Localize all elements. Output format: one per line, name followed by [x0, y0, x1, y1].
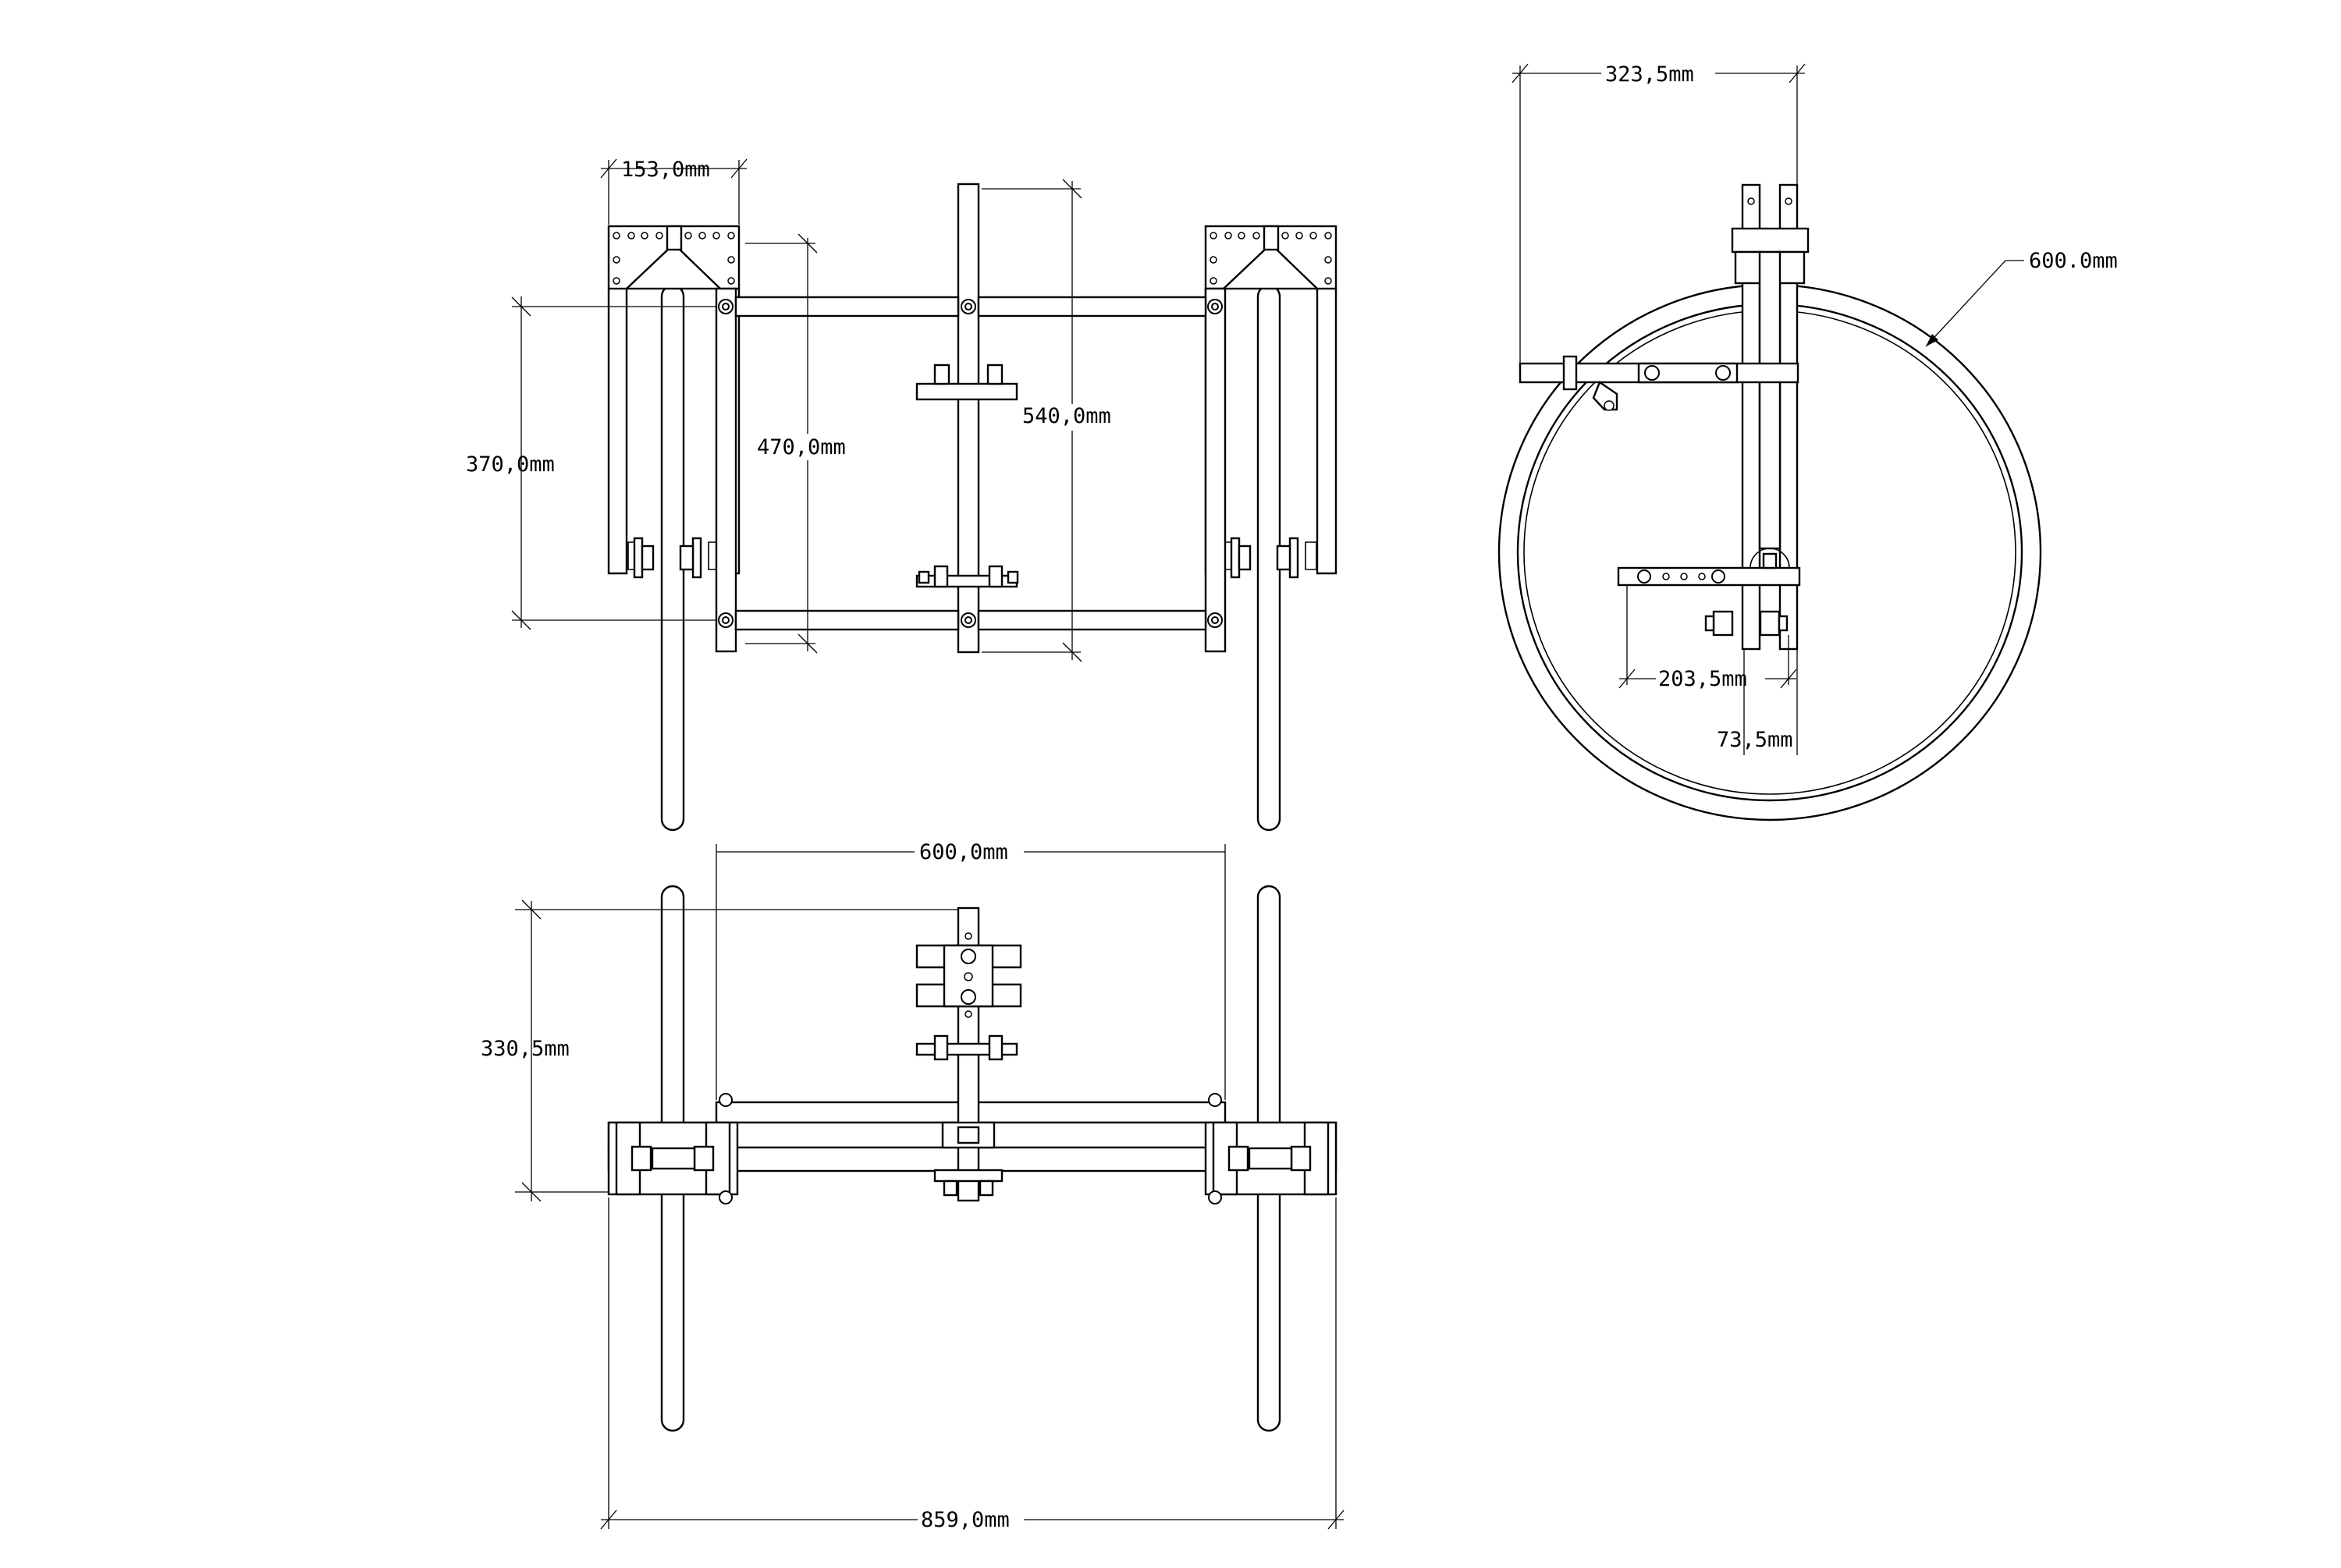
- dim-wheel-diameter: 600.0mm: [1925, 249, 2118, 347]
- frame-center-post: [957, 183, 980, 654]
- dim-label-370: 370,0mm: [466, 452, 555, 477]
- front-left-track-rod: [660, 885, 685, 1432]
- dim-label-540: 540,0mm: [1022, 404, 1111, 428]
- dim-label-153: 153,0mm: [621, 158, 710, 182]
- top-view: 153,0mm 370,0mm 470,0mm: [466, 158, 1337, 832]
- frame-left-post: [715, 287, 737, 653]
- dim-label-600: 600,0mm: [919, 840, 1008, 864]
- dim-front-height: 330,5mm: [481, 899, 958, 1202]
- dim-label-859: 859,0mm: [921, 1508, 1010, 1532]
- dim-label-323: 323,5mm: [1605, 62, 1694, 87]
- dim-crossbar-span: 540,0mm: [982, 179, 1125, 662]
- dim-track-spacing: 370,0mm: [466, 296, 716, 630]
- dim-frame-length: 470,0mm: [745, 233, 861, 654]
- dim-post-offset: 73,5mm: [1717, 649, 1798, 755]
- center-mounts: [915, 364, 1019, 588]
- side-view: 323,5mm 600.0mm 203,5mm 73,5mm: [1497, 61, 2118, 821]
- front-right-endblock: [1204, 1093, 1337, 1204]
- dim-frame-width: 600,0mm: [716, 839, 1226, 1100]
- top-view-bolts: [718, 299, 1223, 628]
- front-center-mast: [915, 906, 1022, 1202]
- top-hubs: [633, 537, 1299, 579]
- left-bracket: [607, 225, 741, 575]
- right-bracket: [1204, 225, 1337, 575]
- dim-label-203: 203,5mm: [1658, 667, 1747, 691]
- dim-overall-width: 859,0mm: [600, 1197, 1345, 1533]
- dim-arm-length: 323,5mm: [1512, 61, 1806, 364]
- dim-bracket-width: 153,0mm: [600, 158, 748, 225]
- front-view: 600,0mm 330,5mm 859,0mm: [481, 839, 1345, 1533]
- top-crossbar: [734, 296, 960, 318]
- dim-label-73: 73,5mm: [1717, 728, 1793, 752]
- front-right-track-rod: [1256, 885, 1281, 1432]
- dim-label-wheel-600: 600.0mm: [2029, 249, 2118, 273]
- frame-right-post: [1204, 287, 1227, 653]
- front-left-endblock: [607, 1093, 739, 1204]
- dim-label-470: 470,0mm: [757, 435, 846, 459]
- side-lower-arm: [1617, 566, 1801, 587]
- dim-label-330: 330,5mm: [481, 1037, 570, 1061]
- side-top-block: [1731, 227, 1810, 254]
- bottom-crossbar: [734, 609, 960, 631]
- dim-mount-offset: 203,5mm: [1618, 585, 1797, 692]
